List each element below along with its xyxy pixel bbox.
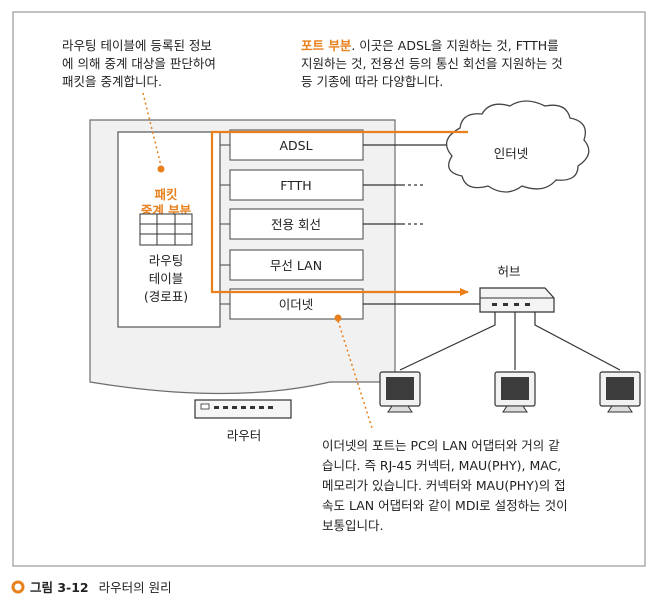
figure-frame (12, 11, 646, 567)
pc-monitor-icon-1 (379, 371, 421, 413)
port-annotation-line-3: 등 기종에 따라 다양합니다. (301, 74, 443, 89)
internet-label: 인터넷 (494, 146, 529, 161)
port-annotation-line-1: 포트 부분. 이곳은 ADSL을 지원하는 것, FTTH를 (301, 38, 559, 53)
routing-table-label-2: 테이블 (149, 271, 184, 286)
port-list: ADSL FTTH 전용 회선 무선 LAN 이더넷 (229, 129, 364, 320)
routing-annotation-line-2: 에 의해 중계 대상을 판단하여 (62, 56, 216, 71)
ethernet-annotation-line-3: 메모리가 있습니다. 커넥터와 MAU(PHY)의 접 (322, 478, 566, 493)
packet-path (210, 130, 469, 296)
caption-bullet-icon (11, 580, 25, 594)
pc-monitor-icon-3 (599, 371, 641, 413)
ethernet-annotation-line-2: 습니다. 즉 RJ-45 커넥터, MAU(PHY), MAC, (322, 458, 561, 473)
caption-number: 그림 3-12 (30, 580, 89, 595)
routing-table-label-3: (경로표) (144, 289, 188, 304)
internet-cloud-icon (445, 100, 590, 193)
caption-title: 라우터의 원리 (99, 580, 172, 595)
ethernet-pointer (337, 320, 373, 429)
port-leased-line-label: 전용 회선 (271, 217, 321, 232)
port-ethernet-label: 이더넷 (279, 297, 314, 312)
ethernet-dot (334, 314, 342, 322)
port-part-highlight: 포트 부분 (301, 38, 352, 53)
relay-dot (157, 165, 165, 173)
figure-caption: 그림 3-12 라우터의 원리 (30, 580, 172, 595)
port-adsl-label: ADSL (279, 138, 312, 153)
ethernet-annotation-line-4: 속도 LAN 어댑터와 같이 MDI로 설정하는 것이 (322, 498, 568, 513)
routing-annotation: 라우팅 테이블에 등록된 정보 에 의해 중계 대상을 판단하여 패킷을 중계합… (62, 38, 216, 89)
hub-label: 허브 (497, 264, 520, 279)
hub-icon (479, 287, 555, 313)
port-wireless-lan-label: 무선 LAN (270, 258, 322, 273)
routing-annotation-line-3: 패킷을 중계합니다. (62, 74, 162, 89)
ethernet-annotation-line-1: 이더넷의 포트는 PC의 LAN 어댑터와 거의 같 (322, 438, 560, 453)
port-leased-line (229, 208, 364, 240)
port-annotation: 포트 부분. 이곳은 ADSL을 지원하는 것, FTTH를 지원하는 것, 전… (301, 38, 563, 89)
internal-links (220, 144, 230, 305)
port-ftth-label: FTTH (280, 178, 311, 193)
ethernet-annotation-line-5: 보통입니다. (322, 518, 383, 533)
external-lines (363, 144, 452, 225)
port-annotation-line-1-rest: . 이곳은 ADSL을 지원하는 것, FTTH를 (351, 38, 558, 53)
hub-to-pc-lines (399, 312, 621, 371)
routing-annotation-line-1: 라우팅 테이블에 등록된 정보 (62, 38, 212, 53)
port-annotation-line-2: 지원하는 것, 전용선 등의 통신 회선을 지원하는 것 (301, 56, 563, 71)
router-label: 라우터 (227, 428, 262, 443)
relay-label-line-1: 패킷 (154, 187, 177, 202)
pc-monitor-icon-2 (494, 371, 536, 413)
routing-table-icon (139, 213, 193, 246)
ethernet-annotation: 이더넷의 포트는 PC의 LAN 어댑터와 거의 같 습니다. 즉 RJ-45 … (322, 438, 568, 533)
router-device-icon (194, 399, 292, 419)
routing-table-label-1: 라우팅 (149, 253, 184, 268)
